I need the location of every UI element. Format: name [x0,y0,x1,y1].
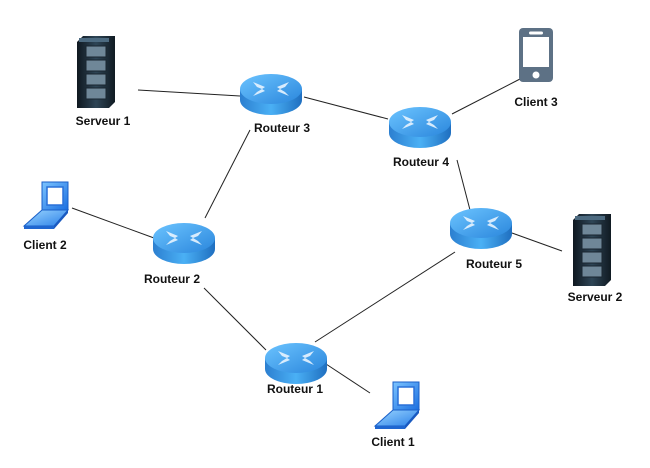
server-drive-bay [85,59,107,72]
node-label: Routeur 2 [144,272,200,286]
node-client2[interactable]: Client 2 [22,181,70,252]
server-drive-bay [581,251,603,264]
router-icon [153,223,215,264]
server-top-edge [79,38,109,42]
laptop-display [46,186,64,206]
node-label: Client 1 [371,435,415,449]
node-label: Routeur 4 [393,155,449,169]
server-drive-bay [581,237,603,250]
node-label: Routeur 3 [254,121,310,135]
router-icon [240,74,302,115]
node-label: Client 2 [23,238,67,252]
link-routeur5-serveur2 [511,232,563,252]
server-drive-bay [85,45,107,58]
node-routeur2[interactable]: Routeur 2 [144,223,215,286]
router-arrows-icon [402,115,438,129]
router-top [240,74,302,104]
nodes: Serveur 1 Serveur 2 Client 1 Client 2 Client… [22,28,623,449]
server-drive-bay [85,73,107,86]
server-drive-bay [85,87,107,100]
server-drive-bay [581,265,603,278]
router-arrows-icon [463,216,499,230]
link-routeur2-routeur1 [203,287,267,351]
link-routeur1-client1 [325,363,371,394]
link-routeur4-client3 [451,78,521,115]
server-icon [77,36,115,108]
laptop-side [405,410,419,429]
router-icon [265,343,327,384]
node-routeur3[interactable]: Routeur 3 [240,74,310,135]
laptop-edge [375,426,405,429]
router-top [389,107,451,137]
node-routeur4[interactable]: Routeur 4 [389,107,451,169]
laptop-icon [373,381,421,429]
phone-screen [523,37,549,67]
router-arrows-icon [278,351,314,365]
router-top [265,343,327,373]
link-routeur3-routeur4 [303,96,389,120]
link-client2-routeur2 [71,207,155,239]
laptop-icon [22,181,70,229]
node-client1[interactable]: Client 1 [371,381,421,449]
node-label: Serveur 1 [76,114,131,128]
node-routeur1[interactable]: Routeur 1 [265,343,327,396]
router-icon [450,208,512,249]
link-routeur4-routeur5 [456,159,471,211]
phone-speaker [529,31,543,35]
router-arrows-icon [253,82,289,96]
laptop-side [54,210,68,229]
node-client3[interactable]: Client 3 [514,28,558,109]
router-top [450,208,512,238]
node-label: Serveur 2 [568,290,623,304]
router-top [153,223,215,253]
node-serveur1[interactable]: Serveur 1 [76,36,131,128]
router-icon [389,107,451,148]
server-icon [573,214,611,286]
node-label: Routeur 5 [466,257,522,271]
phone-icon [519,28,553,82]
phone-home-button [532,71,540,79]
laptop-edge [24,226,54,229]
links [71,78,563,394]
laptop-display [397,386,415,406]
node-label: Client 3 [514,95,558,109]
link-routeur5-routeur1 [314,251,456,343]
node-routeur5[interactable]: Routeur 5 [450,208,522,271]
server-drive-bay [581,223,603,236]
link-routeur3-routeur2 [204,129,251,219]
node-label: Routeur 1 [267,382,323,396]
server-top-edge [575,216,605,220]
node-serveur2[interactable]: Serveur 2 [568,214,623,304]
router-arrows-icon [166,231,202,245]
link-serveur1-routeur3 [137,89,241,97]
